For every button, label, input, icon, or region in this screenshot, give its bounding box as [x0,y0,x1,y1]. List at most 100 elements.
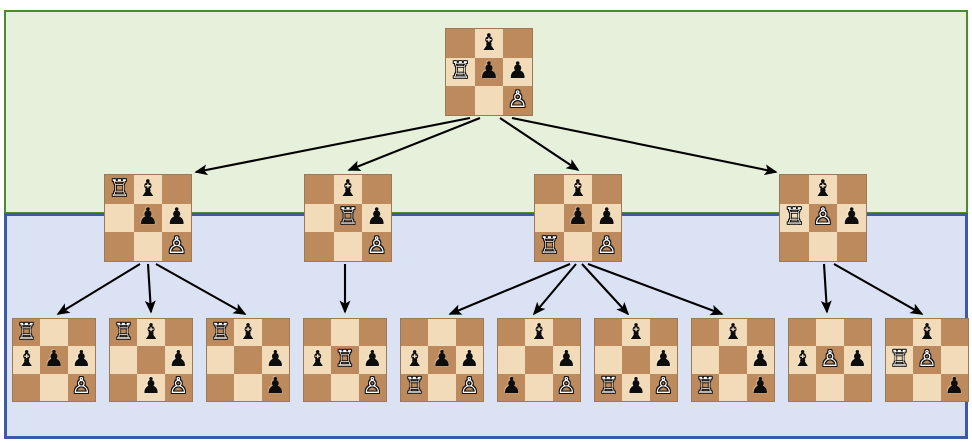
square-child-4-r2c2[interactable] [837,232,866,261]
square-child-2-r0c2[interactable] [362,175,391,204]
square-leaf-5-r0c0[interactable] [401,319,429,347]
square-leaf-9-r1c0[interactable]: ♝ [789,346,817,374]
square-leaf-7-r0c0[interactable] [595,319,623,347]
square-child-4-r1c0[interactable]: ♖ [780,203,809,233]
square-child-1-r2c2[interactable]: ♙ [162,232,191,261]
square-leaf-2-r0c2[interactable] [164,319,192,347]
square-child-1-r2c0[interactable] [105,232,134,261]
square-leaf-10-r2c0[interactable] [886,373,914,401]
board-child-1[interactable]: ♖♝♟♟♙ [104,174,192,262]
square-leaf-3-r1c2[interactable]: ♟ [261,346,289,374]
square-leaf-10-r1c2[interactable] [940,346,968,374]
square-leaf-5-r1c2[interactable]: ♟ [455,346,483,374]
square-leaf-2-r1c1[interactable] [137,346,165,374]
square-leaf-5-r2c2[interactable]: ♙ [455,373,483,401]
square-root-position-r2c2[interactable]: ♙ [503,86,532,115]
square-leaf-1-r0c1[interactable] [40,319,68,347]
square-root-position-r0c2[interactable] [503,29,532,58]
square-child-4-r0c0[interactable] [780,175,809,204]
square-leaf-1-r0c2[interactable] [67,319,95,347]
square-child-1-r0c1[interactable]: ♝ [133,175,163,204]
square-leaf-3-r0c0[interactable]: ♖ [207,319,235,347]
square-leaf-10-r0c0[interactable] [886,319,914,347]
square-child-4-r2c1[interactable] [808,232,838,261]
square-leaf-1-r2c0[interactable] [13,373,41,401]
square-leaf-1-r2c2[interactable]: ♙ [67,373,95,401]
square-leaf-8-r1c2[interactable]: ♟ [746,346,774,374]
square-leaf-5-r0c2[interactable] [455,319,483,347]
board-leaf-8[interactable]: ♝♟♖♟ [691,318,775,402]
square-leaf-3-r1c0[interactable] [207,346,235,374]
square-leaf-6-r2c0[interactable]: ♟ [498,373,526,401]
board-leaf-4[interactable]: ♝♖♟♙ [303,318,387,402]
square-leaf-9-r0c2[interactable] [843,319,871,347]
square-leaf-5-r2c0[interactable]: ♖ [401,373,429,401]
board-leaf-3[interactable]: ♖♝♟♟ [206,318,290,402]
square-leaf-10-r0c1[interactable]: ♝ [913,319,941,347]
square-child-1-r0c2[interactable] [162,175,191,204]
square-child-2-r2c1[interactable] [333,232,363,261]
square-leaf-4-r2c1[interactable] [331,373,359,401]
square-leaf-4-r0c1[interactable] [331,319,359,347]
square-leaf-9-r0c1[interactable] [816,319,844,347]
square-leaf-4-r0c0[interactable] [304,319,332,347]
board-leaf-5[interactable]: ♝♟♟♖♙ [400,318,484,402]
square-root-position-r0c1[interactable]: ♝ [474,29,504,58]
square-child-3-r0c1[interactable]: ♝ [563,175,593,204]
square-leaf-9-r2c0[interactable] [789,373,817,401]
square-leaf-7-r2c1[interactable]: ♟ [622,373,650,401]
square-leaf-8-r0c0[interactable] [692,319,720,347]
square-child-3-r0c2[interactable] [592,175,621,204]
square-leaf-10-r0c2[interactable] [940,319,968,347]
square-leaf-7-r2c2[interactable]: ♙ [649,373,677,401]
square-child-4-r0c2[interactable] [837,175,866,204]
square-leaf-2-r0c0[interactable]: ♖ [110,319,138,347]
square-leaf-10-r2c2[interactable]: ♟ [940,373,968,401]
board-leaf-1[interactable]: ♖♝♟♟♙ [12,318,96,402]
square-leaf-8-r0c2[interactable] [746,319,774,347]
square-leaf-9-r2c2[interactable] [843,373,871,401]
board-child-2[interactable]: ♝♖♟♙ [304,174,392,262]
square-leaf-2-r2c0[interactable] [110,373,138,401]
board-child-4[interactable]: ♝♖♙♟ [779,174,867,262]
square-leaf-4-r2c0[interactable] [304,373,332,401]
square-leaf-9-r0c0[interactable] [789,319,817,347]
square-leaf-1-r0c0[interactable]: ♖ [13,319,41,347]
square-leaf-10-r1c0[interactable]: ♖ [886,346,914,374]
square-leaf-4-r1c0[interactable]: ♝ [304,346,332,374]
square-leaf-2-r0c1[interactable]: ♝ [137,319,165,347]
square-leaf-3-r2c0[interactable] [207,373,235,401]
square-leaf-1-r2c1[interactable] [40,373,68,401]
square-leaf-2-r2c2[interactable]: ♙ [164,373,192,401]
square-leaf-3-r1c1[interactable] [234,346,262,374]
square-root-position-r1c0[interactable]: ♖ [446,57,475,87]
square-root-position-r0c0[interactable] [446,29,475,58]
square-child-1-r1c2[interactable]: ♟ [162,203,191,233]
square-child-2-r2c0[interactable] [305,232,334,261]
square-child-1-r1c1[interactable]: ♟ [133,203,163,233]
square-leaf-8-r0c1[interactable]: ♝ [719,319,747,347]
square-root-position-r1c1[interactable]: ♟ [474,57,504,87]
square-leaf-8-r2c1[interactable] [719,373,747,401]
board-root-position[interactable]: ♝♖♟♟♙ [445,28,533,116]
square-leaf-1-r1c0[interactable]: ♝ [13,346,41,374]
square-child-3-r1c0[interactable] [535,203,564,233]
square-child-2-r0c1[interactable]: ♝ [333,175,363,204]
square-leaf-6-r1c2[interactable]: ♟ [552,346,580,374]
square-child-2-r1c2[interactable]: ♟ [362,203,391,233]
square-leaf-6-r2c1[interactable] [525,373,553,401]
square-leaf-1-r1c2[interactable]: ♟ [67,346,95,374]
square-leaf-6-r2c2[interactable]: ♙ [552,373,580,401]
square-leaf-4-r2c2[interactable]: ♙ [358,373,386,401]
board-child-3[interactable]: ♝♟♟♖♙ [534,174,622,262]
square-child-1-r0c0[interactable]: ♖ [105,175,134,204]
square-leaf-5-r0c1[interactable] [428,319,456,347]
square-leaf-7-r0c2[interactable] [649,319,677,347]
square-child-1-r1c0[interactable] [105,203,134,233]
square-child-4-r1c1[interactable]: ♙ [808,203,838,233]
board-leaf-6[interactable]: ♝♟♟♙ [497,318,581,402]
board-leaf-2[interactable]: ♖♝♟♟♙ [109,318,193,402]
square-leaf-9-r1c2[interactable]: ♟ [843,346,871,374]
square-child-2-r1c0[interactable] [305,203,334,233]
square-leaf-6-r0c1[interactable]: ♝ [525,319,553,347]
